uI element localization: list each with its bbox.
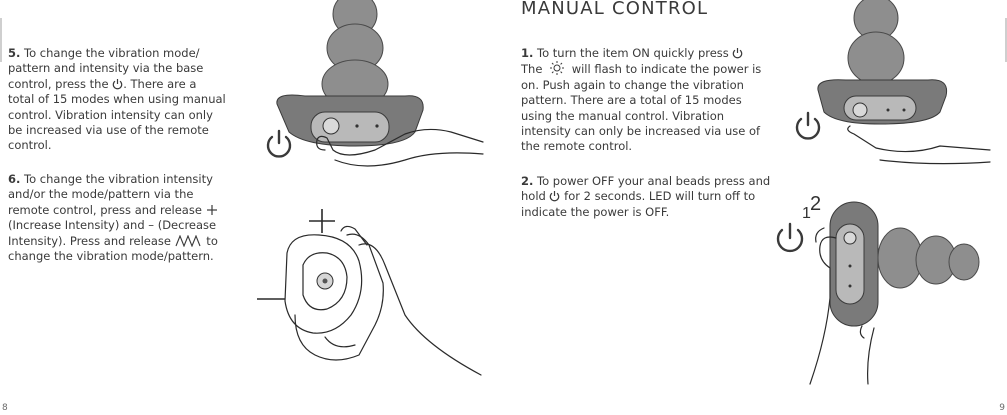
bead bbox=[877, 227, 923, 289]
hand-outline bbox=[294, 233, 384, 361]
illustration-power-off: 1 2 bbox=[776, 193, 980, 385]
right-page: 9 bbox=[503, 0, 1007, 415]
hand-outline bbox=[847, 125, 991, 153]
power-icon bbox=[795, 117, 821, 140]
power-icon bbox=[776, 228, 804, 253]
page-edge-marker bbox=[1005, 18, 1007, 62]
remote-body bbox=[284, 234, 363, 334]
step-2-number: 2. bbox=[521, 174, 534, 188]
hand-outline bbox=[867, 327, 875, 385]
hold-count-1: 1 bbox=[802, 205, 811, 222]
power-button bbox=[322, 117, 340, 135]
bead bbox=[948, 243, 980, 281]
page-number: 9 bbox=[999, 403, 1005, 413]
hand-outline bbox=[316, 128, 484, 156]
control-panel bbox=[835, 223, 865, 305]
power-icon bbox=[550, 191, 560, 202]
page-number: 8 bbox=[2, 403, 8, 413]
page-title: MANUAL CONTROL bbox=[521, 0, 709, 19]
step-5-text: 5. To change the vibration mode/ pattern… bbox=[8, 46, 226, 153]
step-1-number: 1. bbox=[521, 46, 534, 60]
power-icon bbox=[112, 78, 123, 90]
thumb-outline bbox=[815, 227, 825, 243]
step-1-text: 1. To turn the item ON quickly press The… bbox=[521, 46, 762, 154]
hand-outline bbox=[809, 236, 837, 385]
hand-outline bbox=[334, 152, 484, 167]
plus-icon bbox=[206, 204, 217, 215]
page-edge-marker bbox=[0, 18, 2, 62]
hand-outline bbox=[358, 243, 482, 376]
led-sun-icon bbox=[550, 61, 565, 76]
power-button bbox=[843, 231, 857, 245]
wave-icon bbox=[175, 234, 201, 247]
hand-outline bbox=[879, 159, 991, 165]
step-6-text: 6. To change the vibration intensity and… bbox=[8, 172, 218, 264]
bead bbox=[847, 31, 905, 85]
power-icon bbox=[733, 48, 743, 59]
left-page: 5. To change the vibration mode/ pattern… bbox=[0, 0, 503, 415]
illustration-base-control bbox=[266, 0, 484, 167]
led-dot bbox=[355, 124, 359, 128]
remote-face bbox=[302, 252, 348, 311]
hold-count-2: 2 bbox=[810, 193, 821, 215]
led-dot bbox=[375, 124, 379, 128]
illustration-remote-control bbox=[257, 209, 482, 376]
step-6-number: 6. bbox=[8, 172, 21, 186]
step-2-text: 2. To power OFF your anal beads press an… bbox=[521, 174, 771, 219]
power-button bbox=[852, 102, 868, 118]
illustration-power-on bbox=[795, 0, 991, 165]
power-icon bbox=[266, 135, 292, 158]
thumb-outline bbox=[340, 225, 368, 246]
step-5-number: 5. bbox=[8, 46, 21, 60]
